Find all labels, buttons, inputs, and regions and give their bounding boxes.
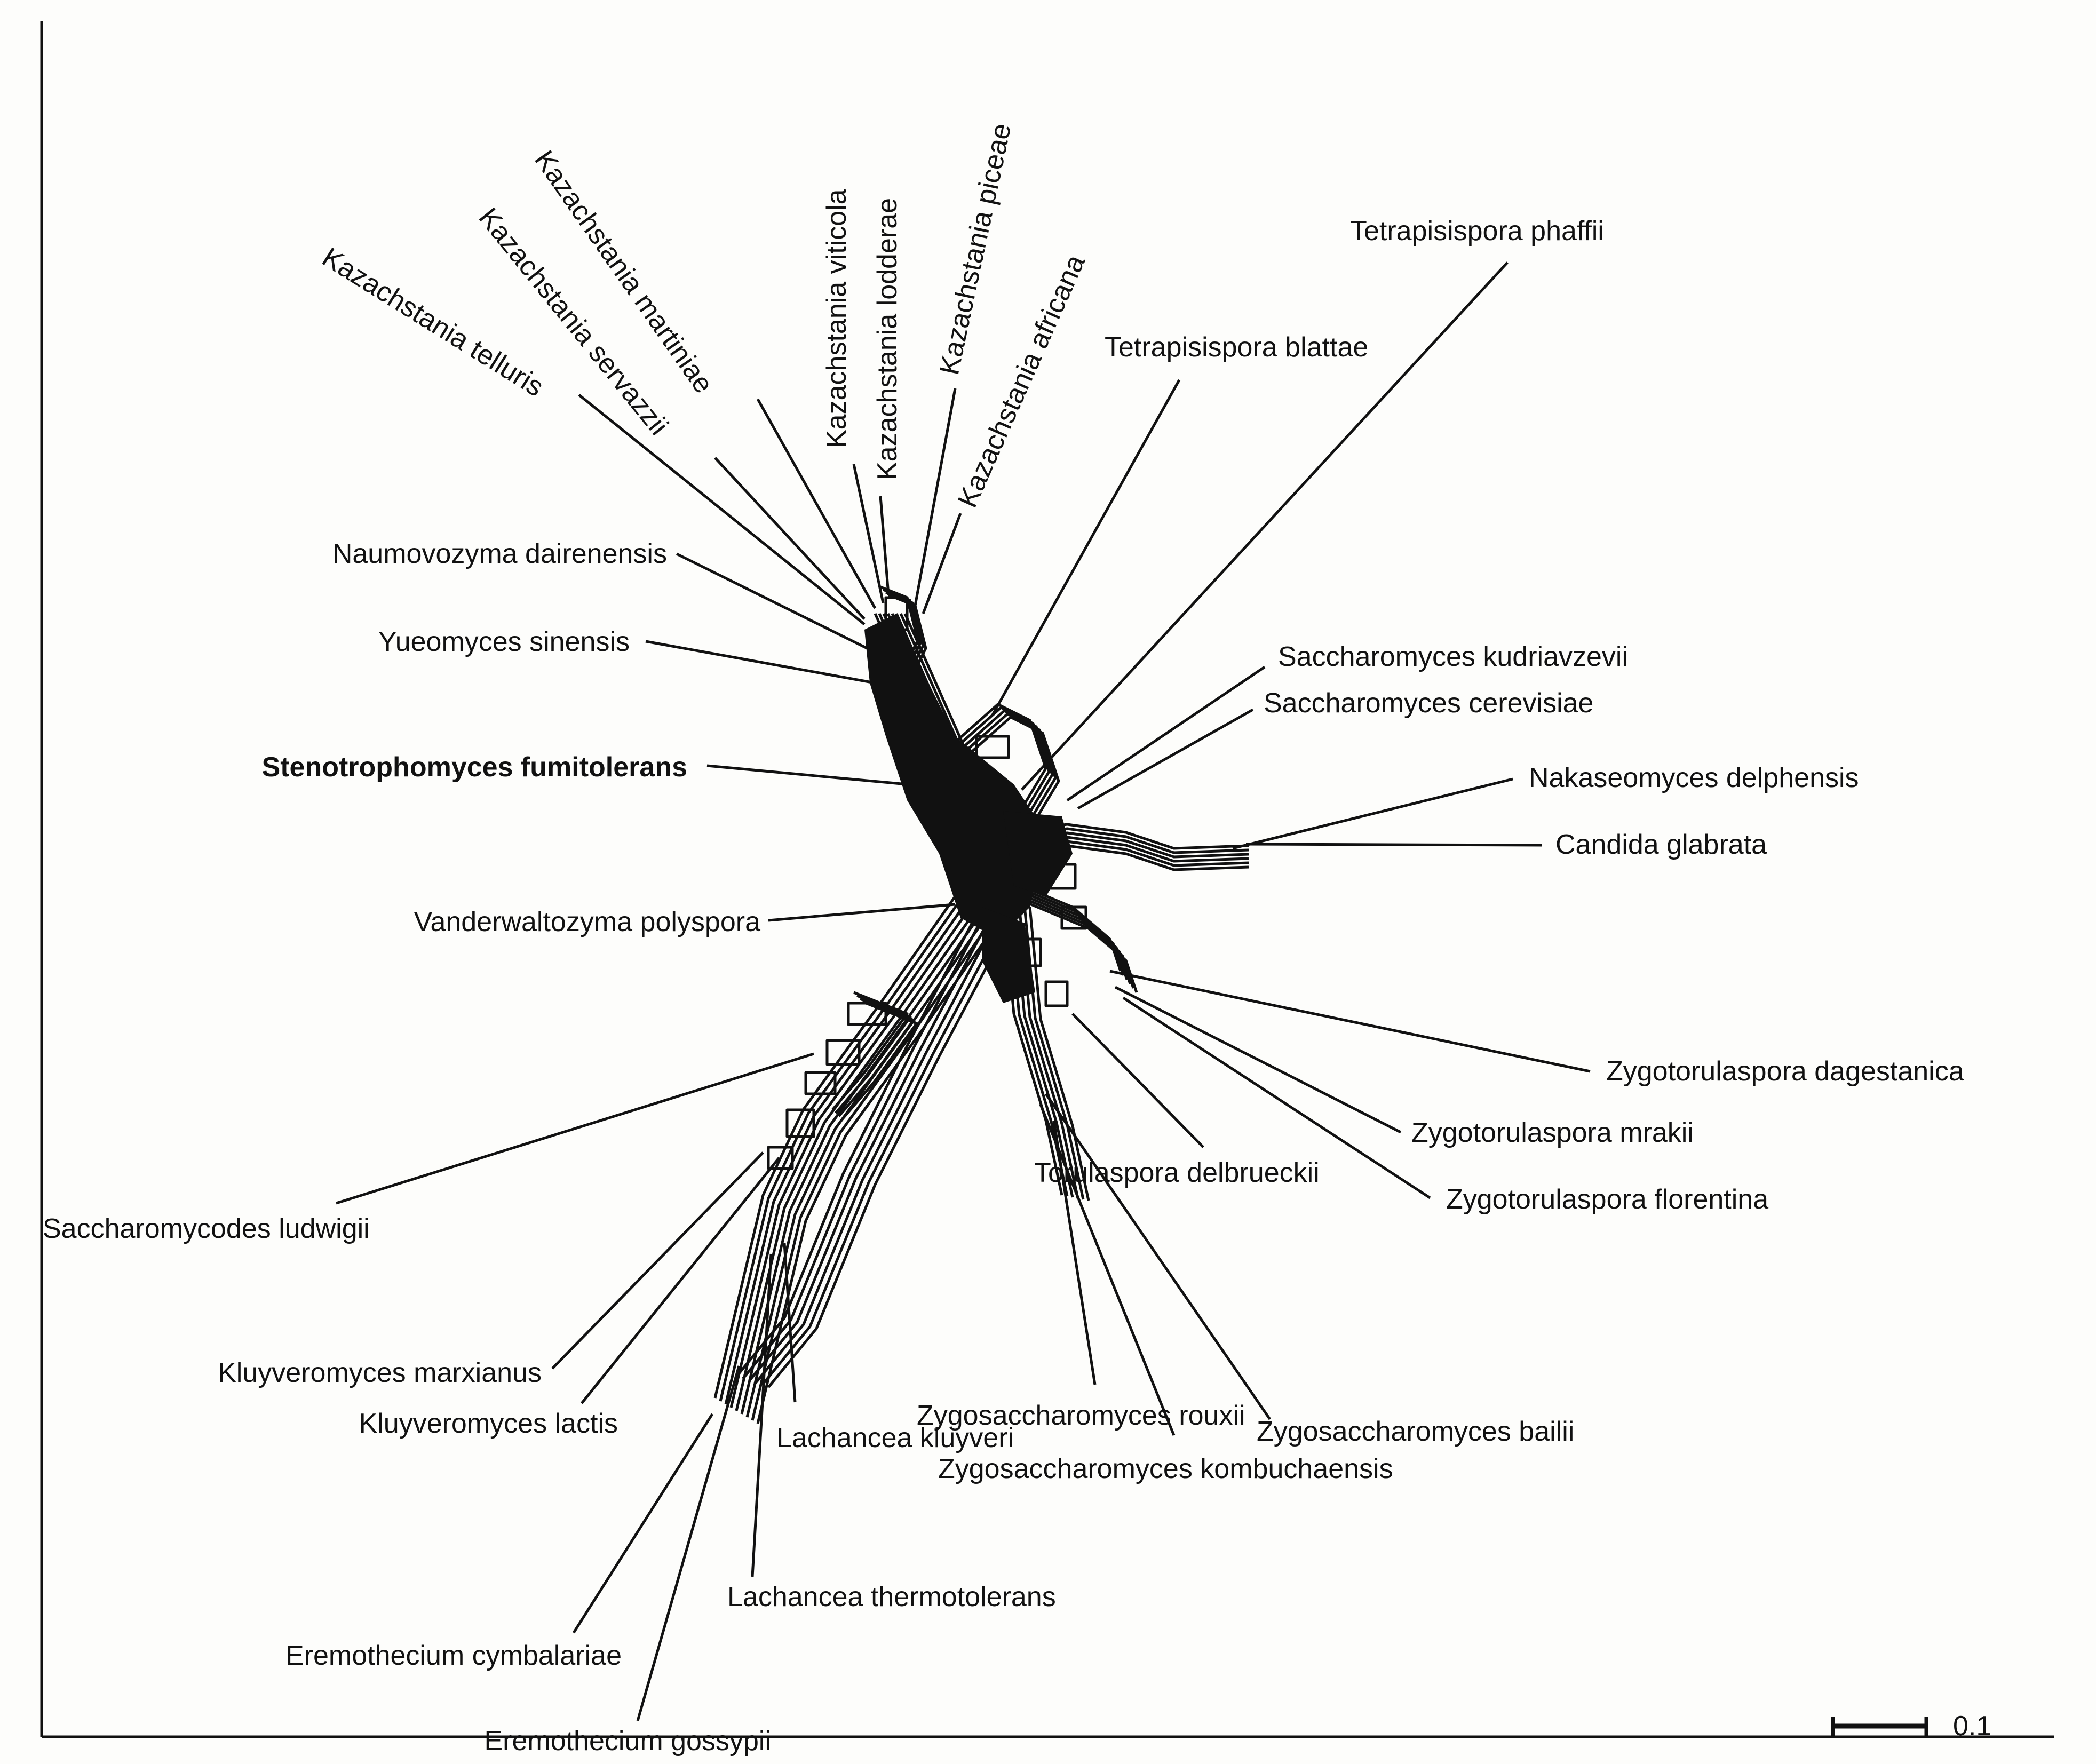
reticulation-box	[847, 1002, 887, 1026]
reticulation-box	[1044, 980, 1069, 1007]
strand-lower-left-outer	[755, 870, 1024, 1384]
branch-nakaseomyces-delphensis	[1232, 777, 1513, 850]
taxon-label-tetrapisispora-blattae: Tetrapisispora blattae	[1105, 332, 1368, 363]
strand-lower-left-outer	[735, 863, 1005, 1378]
taxon-label-eremothecium-cymbalariae: Eremothecium cymbalariae	[285, 1640, 622, 1671]
branch-zygotorulaspora-florentina	[1122, 996, 1431, 1199]
branch-kazachstania-lodderae	[879, 496, 890, 595]
branch-stenotrophomyces-fumitolerans	[706, 764, 908, 786]
strand-lower-left	[729, 852, 1010, 1408]
strand-upper-right	[949, 703, 1047, 823]
branch-torulaspora-delbrueckii	[1071, 1013, 1204, 1148]
branch-zygosaccharomyces-rouxii	[1052, 1120, 1097, 1385]
taxon-label-saccharomyces-cerevisiae: Saccharomyces cerevisiae	[1264, 688, 1593, 719]
taxon-label-kluyveromyces-marxianus: Kluyveromyces marxianus	[218, 1357, 542, 1388]
branch-saccharomycodes-ludwigii	[336, 1052, 814, 1205]
strand-upper-right	[958, 712, 1057, 832]
taxon-label-lachancea-thermotolerans: Lachancea thermotolerans	[727, 1582, 1056, 1612]
taxon-label-lachancea-kluyveri: Lachancea kluyveri	[776, 1423, 1014, 1453]
reticulation-box	[785, 1108, 815, 1138]
strand-lower-box	[835, 994, 912, 1114]
taxon-label-zygotorulaspora-dagestanica: Zygotorulaspora dagestanica	[1606, 1056, 1964, 1087]
strand-lower-left	[740, 858, 1021, 1415]
branch-kazachstania-africana	[922, 513, 962, 614]
branch-vanderwaltozyma-polyspora	[768, 903, 956, 922]
taxon-label-nakaseomyces-delphensis: Nakaseomyces delphensis	[1529, 762, 1859, 793]
taxon-label-torulaspora-delbrueckii: Torulaspora delbrueckii	[1034, 1157, 1320, 1188]
branch-eremothecium-cymbalariae	[572, 1413, 714, 1634]
branch-lachancea-kluyveri	[783, 1243, 797, 1403]
strand-lower-left	[735, 855, 1015, 1411]
branch-zygotorulaspora-mrakii	[1114, 986, 1402, 1134]
branch-kazachstania-servazzii	[714, 457, 866, 620]
taxon-label-zygosaccharomyces-bailii: Zygosaccharomyces bailii	[1257, 1416, 1574, 1447]
branch-zygosaccharomyces-kombuchaensis	[1039, 1104, 1176, 1436]
branch-kluyveromyces-marxianus	[551, 1151, 764, 1370]
scale-bar: 0.1	[1831, 1711, 1991, 1742]
taxon-label-kluyveromyces-lactis: Kluyveromyces lactis	[359, 1408, 618, 1439]
branch-kazachstania-viticola	[852, 464, 885, 603]
network-core-body	[864, 614, 1046, 939]
reticulation-box	[767, 1146, 794, 1170]
branch-candida-glabrata	[1245, 843, 1543, 847]
taxon-label-kazachstania-piceae: Kazachstania piceae	[934, 121, 1018, 377]
taxon-label-zygotorulaspora-florentina: Zygotorulaspora florentina	[1446, 1184, 1768, 1215]
branch-saccharomyces-cerevisiae	[1077, 708, 1254, 810]
strand-lower-right	[1028, 907, 1090, 1201]
taxon-label-naumovozyma-dairenensis: Naumovozyma dairenensis	[332, 538, 667, 569]
strand-upper-right	[962, 716, 1060, 836]
strand-upper-right	[955, 709, 1054, 829]
taxon-label-kazachstania-viticola: Kazachstania viticola	[821, 189, 852, 448]
branch-kluyveromyces-lactis	[581, 1157, 780, 1404]
taxon-label-yueomyces-sinensis: Yueomyces sinensis	[378, 626, 630, 657]
taxon-branches	[336, 261, 1591, 1721]
strand-lower-left-outer	[767, 874, 1037, 1388]
branch-kazachstania-martiniae	[756, 398, 877, 609]
branch-yueomyces-sinensis	[645, 640, 876, 685]
reticulation-box	[804, 1071, 837, 1095]
reticulation-box	[1060, 905, 1087, 930]
branch-zygotorulaspora-dagestanica	[1109, 970, 1591, 1073]
branch-kazachstania-telluris	[578, 394, 866, 625]
taxon-label-saccharomyces-kudriavzevii: Saccharomyces kudriavzevii	[1278, 641, 1628, 672]
branch-naumovozyma-dairenensis	[676, 552, 868, 650]
branch-tetrapisispora-phaffii	[1021, 261, 1509, 791]
branch-lachancea-thermotolerans	[751, 1253, 773, 1577]
taxon-label-vanderwaltozyma-polyspora: Vanderwaltozyma polyspora	[414, 907, 760, 937]
strand-lower-left	[745, 861, 1026, 1418]
taxon-label-zygotorulaspora-mrakii: Zygotorulaspora mrakii	[1411, 1117, 1694, 1148]
network-core-lower	[982, 907, 1035, 1003]
branch-saccharomyces-kudriavzevii	[1066, 665, 1266, 802]
strand-lower-left-outer	[748, 868, 1018, 1382]
strand-lower-left-outer	[761, 872, 1030, 1386]
strand-lower-box	[841, 1000, 918, 1121]
reticulation-box	[825, 1039, 861, 1066]
network-core-right	[1003, 811, 1073, 896]
taxon-label-tetrapisispora-phaffii: Tetrapisispora phaffii	[1350, 216, 1604, 247]
strand-upper-right	[952, 706, 1051, 826]
reticulation-box	[975, 735, 1010, 759]
network-strands	[713, 585, 1249, 1424]
branch-tetrapisispora-blattae	[991, 379, 1181, 716]
taxon-label-zygosaccharomyces-kombuchaensis: Zygosaccharomyces kombuchaensis	[938, 1453, 1393, 1484]
taxon-label-eremothecium-gossypii: Eremothecium gossypii	[484, 1726, 771, 1757]
strand-lower-left-outer	[742, 865, 1011, 1380]
taxon-label-saccharomycodes-ludwigii: Saccharomycodes ludwigii	[43, 1213, 370, 1244]
taxon-label-zygosaccharomyces-rouxii: Zygosaccharomyces rouxii	[917, 1400, 1245, 1431]
branch-kazachstania-piceae	[914, 388, 957, 606]
branch-zygosaccharomyces-bailii	[1044, 1093, 1272, 1420]
taxon-label-stenotrophomyces-fumitolerans: Stenotrophomyces fumitolerans	[262, 752, 687, 783]
branch-eremothecium-gossypii	[636, 1365, 741, 1721]
scale-bar-label: 0.1	[1953, 1711, 1991, 1742]
taxon-label-candida-glabrata: Candida glabrata	[1555, 829, 1767, 860]
strand-lower-left	[719, 845, 999, 1402]
taxon-label-kazachstania-lodderae: Kazachstania lodderae	[872, 198, 903, 480]
network-core	[864, 614, 1073, 1003]
